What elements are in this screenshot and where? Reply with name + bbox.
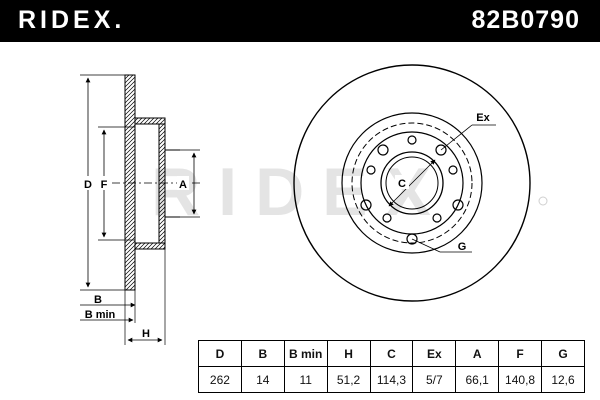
value-h: 51,2 [326,366,371,393]
label-b-min: B min [85,309,116,321]
value-f: 140,8 [498,366,542,393]
value-g: 12,6 [541,366,585,393]
label-a: A [179,179,187,191]
label-c: C [398,178,406,190]
value-b-min: 11 [283,366,328,393]
friction-ring-section [124,74,136,291]
col-header-a: A [455,340,500,367]
value-b: 14 [240,366,285,393]
col-header-f: F [498,340,542,367]
centre-bore-inner [385,156,439,210]
mounting-hole [435,144,447,156]
front-view: C Ex G [293,64,548,302]
value-c: 114,3 [369,366,414,393]
dimension-table: D B B min H C Ex A F G 262 14 11 51,2 11… [198,340,585,393]
col-header-h: H [326,340,371,367]
mounting-hole [452,199,464,211]
col-header-g: G [541,340,585,367]
hub-face-section [158,123,166,244]
dimension-line-c [388,159,436,207]
value-ex: 5/7 [412,366,457,393]
hub-top-wall [134,117,166,125]
header-bar: RIDEX. 82B0790 [0,0,600,42]
label-ex: Ex [476,112,490,124]
label-d: D [84,179,92,191]
hub-bottom-wall [134,242,166,250]
bolt-hole [382,213,392,223]
bolt-hole [448,165,458,175]
label-g: G [458,241,467,253]
bolt-hole [366,165,376,175]
part-number: 82B0790 [471,6,580,34]
label-h: H [142,328,150,340]
label-f: F [101,179,108,191]
col-header-b: B [240,340,285,367]
dimension-table-value-row: 262 14 11 51,2 114,3 5/7 66,1 140,8 12,6 [198,366,585,393]
mounting-hole [360,199,372,211]
label-b: B [94,294,102,306]
brand-logo: RIDEX. [18,6,126,34]
value-d: 262 [198,366,242,393]
value-a: 66,1 [455,366,500,393]
col-header-ex: Ex [412,340,457,367]
centre-bore-outer [380,151,444,215]
mounting-hole [377,144,389,156]
col-header-b-min: B min [283,340,328,367]
friction-inner-circle [341,112,483,254]
mounting-hole [406,233,418,245]
dimension-table-header-row: D B B min H C Ex A F G [198,340,585,367]
bolt-circle [351,122,473,244]
col-header-c: C [369,340,414,367]
side-section-view: D F A B B min H [80,74,200,345]
disc-outer-circle [293,64,531,302]
bolt-hole [407,135,417,145]
col-header-d: D [198,340,242,367]
registered-mark [538,196,548,206]
bolt-hole [432,213,442,223]
